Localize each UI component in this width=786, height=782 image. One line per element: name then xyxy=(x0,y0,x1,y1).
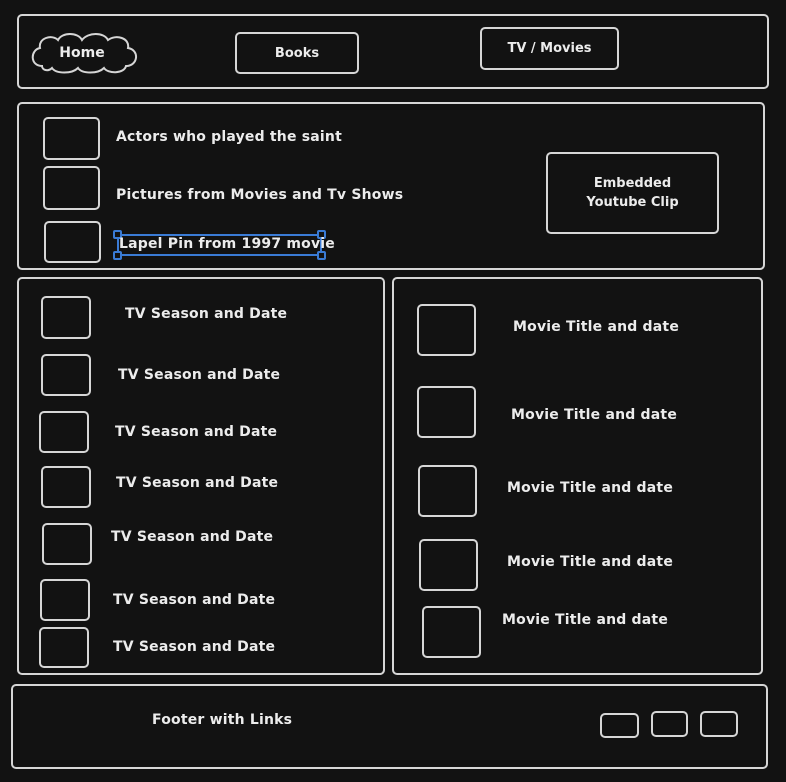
movie-item-label-5: Movie Title and date xyxy=(502,612,669,628)
footer-link-2[interactable] xyxy=(651,711,688,737)
selection-handle-tr[interactable] xyxy=(317,230,326,239)
tv-thumb-7 xyxy=(39,627,89,668)
movie-thumb-4 xyxy=(419,539,478,591)
tv-item-label-6: TV Season and Date xyxy=(113,592,276,608)
footer-link-3[interactable] xyxy=(700,711,738,737)
tv-thumb-5 xyxy=(42,523,92,565)
movie-thumb-2 xyxy=(417,386,476,438)
movie-thumb-3 xyxy=(418,465,477,517)
movie-item-label-4: Movie Title and date xyxy=(507,554,674,570)
movie-list-panel xyxy=(392,277,763,675)
movie-item-label-2: Movie Title and date xyxy=(511,407,678,423)
cloud-shape xyxy=(31,33,137,74)
video-label: Embedded Youtube Clip xyxy=(586,176,679,210)
tv-item-label-4: TV Season and Date xyxy=(116,475,279,491)
home-button[interactable]: Home xyxy=(28,30,142,76)
actors-label: Actors who played the saint xyxy=(116,129,342,145)
books-label: Books xyxy=(274,45,320,61)
tv-movies-button[interactable]: TV / Movies xyxy=(480,27,619,70)
tv-thumb-2 xyxy=(41,354,91,396)
selection-handle-tl[interactable] xyxy=(113,230,122,239)
movie-thumb-1 xyxy=(417,304,476,356)
footer-panel xyxy=(11,684,768,769)
tv-thumb-4 xyxy=(41,466,91,508)
selection-box[interactable] xyxy=(117,234,322,256)
tv-item-label-2: TV Season and Date xyxy=(118,367,281,383)
lapel-pin-image-placeholder xyxy=(44,221,101,263)
movie-item-label-3: Movie Title and date xyxy=(507,480,674,496)
movie-thumb-5 xyxy=(422,606,481,658)
pictures-image-placeholder xyxy=(43,166,100,210)
footer-link-1[interactable] xyxy=(600,713,639,738)
tv-movies-label: TV / Movies xyxy=(507,41,592,56)
tv-item-label-3: TV Season and Date xyxy=(115,424,278,440)
footer-label: Footer with Links xyxy=(152,712,293,728)
tv-item-label-1: TV Season and Date xyxy=(125,306,288,322)
actors-image-placeholder xyxy=(43,117,100,160)
tv-list-panel xyxy=(17,277,385,675)
tv-item-label-5: TV Season and Date xyxy=(111,529,274,545)
header-bar xyxy=(17,14,769,89)
selection-handle-br[interactable] xyxy=(317,251,326,260)
top-panel xyxy=(17,102,765,270)
tv-item-label-7: TV Season and Date xyxy=(113,639,276,655)
books-button[interactable]: Books xyxy=(235,32,359,74)
tv-thumb-3 xyxy=(39,411,89,453)
embedded-youtube-clip[interactable]: Embedded Youtube Clip xyxy=(546,152,719,234)
pictures-label: Pictures from Movies and Tv Shows xyxy=(116,187,404,203)
home-label: Home xyxy=(59,45,105,61)
selection-handle-bl[interactable] xyxy=(113,251,122,260)
tv-thumb-6 xyxy=(40,579,90,621)
movie-item-label-1: Movie Title and date xyxy=(513,319,680,335)
tv-thumb-1 xyxy=(41,296,91,339)
lapel-pin-label: Lapel Pin from 1997 movie xyxy=(119,236,335,252)
